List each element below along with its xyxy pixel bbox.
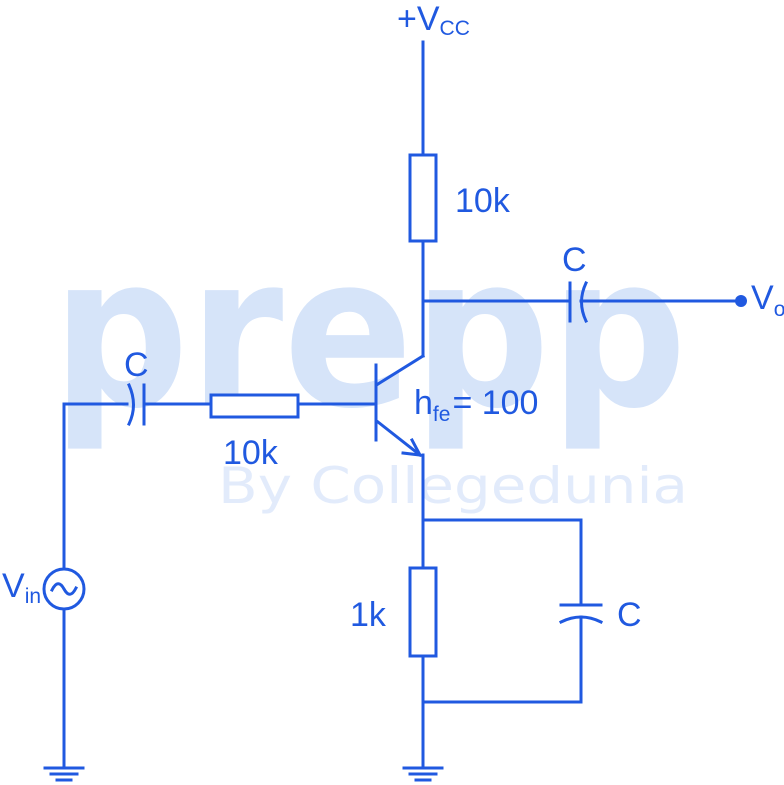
input-label: Vin xyxy=(2,567,41,608)
output-branch xyxy=(421,281,747,323)
emitter-resistor xyxy=(408,566,438,658)
base-resistor-label: 10k xyxy=(223,434,279,472)
sine-wave-icon xyxy=(49,582,79,596)
input-branch xyxy=(42,383,378,770)
output-terminal xyxy=(735,295,747,307)
supply-label: +VCC xyxy=(397,0,470,40)
ground-left-icon xyxy=(43,766,85,782)
collector-branch xyxy=(375,40,438,387)
output-capacitor-label: C xyxy=(562,241,587,279)
watermark-brand: prepp xyxy=(52,210,687,455)
bypass-capacitor-label: C xyxy=(617,596,642,634)
watermark: prepp By Collegedunia xyxy=(52,210,688,515)
output-label: Vo xyxy=(751,279,784,321)
collector-lead xyxy=(375,353,426,387)
emitter-arrow-icon xyxy=(401,437,423,457)
emitter-branch xyxy=(408,518,604,770)
collector-resistor-label: 10k xyxy=(455,182,511,220)
ground-right-icon xyxy=(402,766,444,782)
input-capacitor-plate-curved xyxy=(127,383,135,426)
collector-resistor xyxy=(408,153,438,243)
gain-label: hfe= 100 xyxy=(414,384,538,426)
emitter-lead xyxy=(375,419,423,458)
emitter-resistor-label: 1k xyxy=(350,596,387,634)
input-capacitor-label: C xyxy=(124,346,149,384)
base-resistor xyxy=(209,393,300,419)
watermark-tagline: By Collegedunia xyxy=(218,457,688,515)
